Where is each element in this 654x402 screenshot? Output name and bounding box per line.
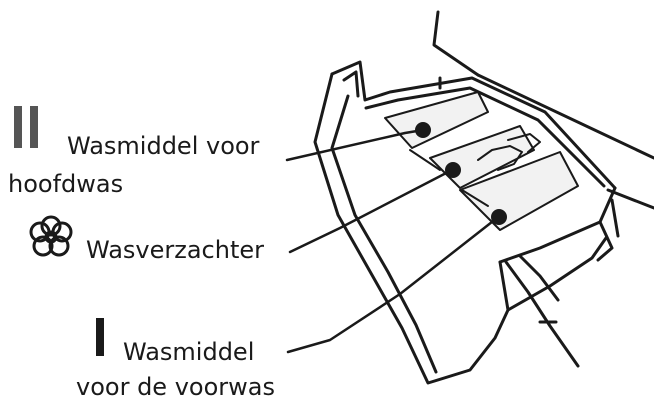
drawer-track (596, 220, 614, 262)
drawer-front (313, 72, 510, 385)
target-dot-main-wash (415, 122, 431, 138)
drawer-track (610, 198, 620, 238)
compartment-divider (461, 189, 489, 207)
drawer-track (504, 260, 580, 368)
drawer-rim-inner (364, 86, 606, 188)
single-bar-icon (96, 318, 104, 356)
label-softener: Wasverzachter (86, 236, 264, 264)
double-bar-icon (14, 106, 38, 148)
label-main-wash-line2: hoofdwas (8, 170, 124, 198)
machine-housing-line (476, 73, 654, 160)
compartment-main-wash (384, 91, 489, 149)
drawer-side (506, 236, 608, 312)
machine-housing-line (432, 10, 480, 77)
label-main-wash-line1: Wasmiddel voor (67, 132, 260, 160)
flower-icon (29, 215, 73, 257)
drawer-rim (342, 70, 360, 98)
machine-housing-line (606, 188, 654, 210)
compartment-divider (409, 149, 441, 171)
target-dot-softener (445, 162, 461, 178)
label-prewash-line2: voor de voorwas (76, 373, 275, 401)
softener-siphon (477, 145, 523, 171)
softener-siphon-cap (507, 133, 541, 153)
leader-line-softener (288, 168, 454, 254)
leader-line-prewash (286, 216, 499, 354)
label-prewash-line1: Wasmiddel (123, 338, 255, 366)
leader-line-main-wash (285, 128, 425, 162)
compartment-prewash (459, 151, 579, 231)
target-dot-prewash (491, 209, 507, 225)
drawer-rim (330, 60, 617, 190)
drawer-front-inner (330, 94, 438, 374)
drawer-track (518, 254, 560, 302)
